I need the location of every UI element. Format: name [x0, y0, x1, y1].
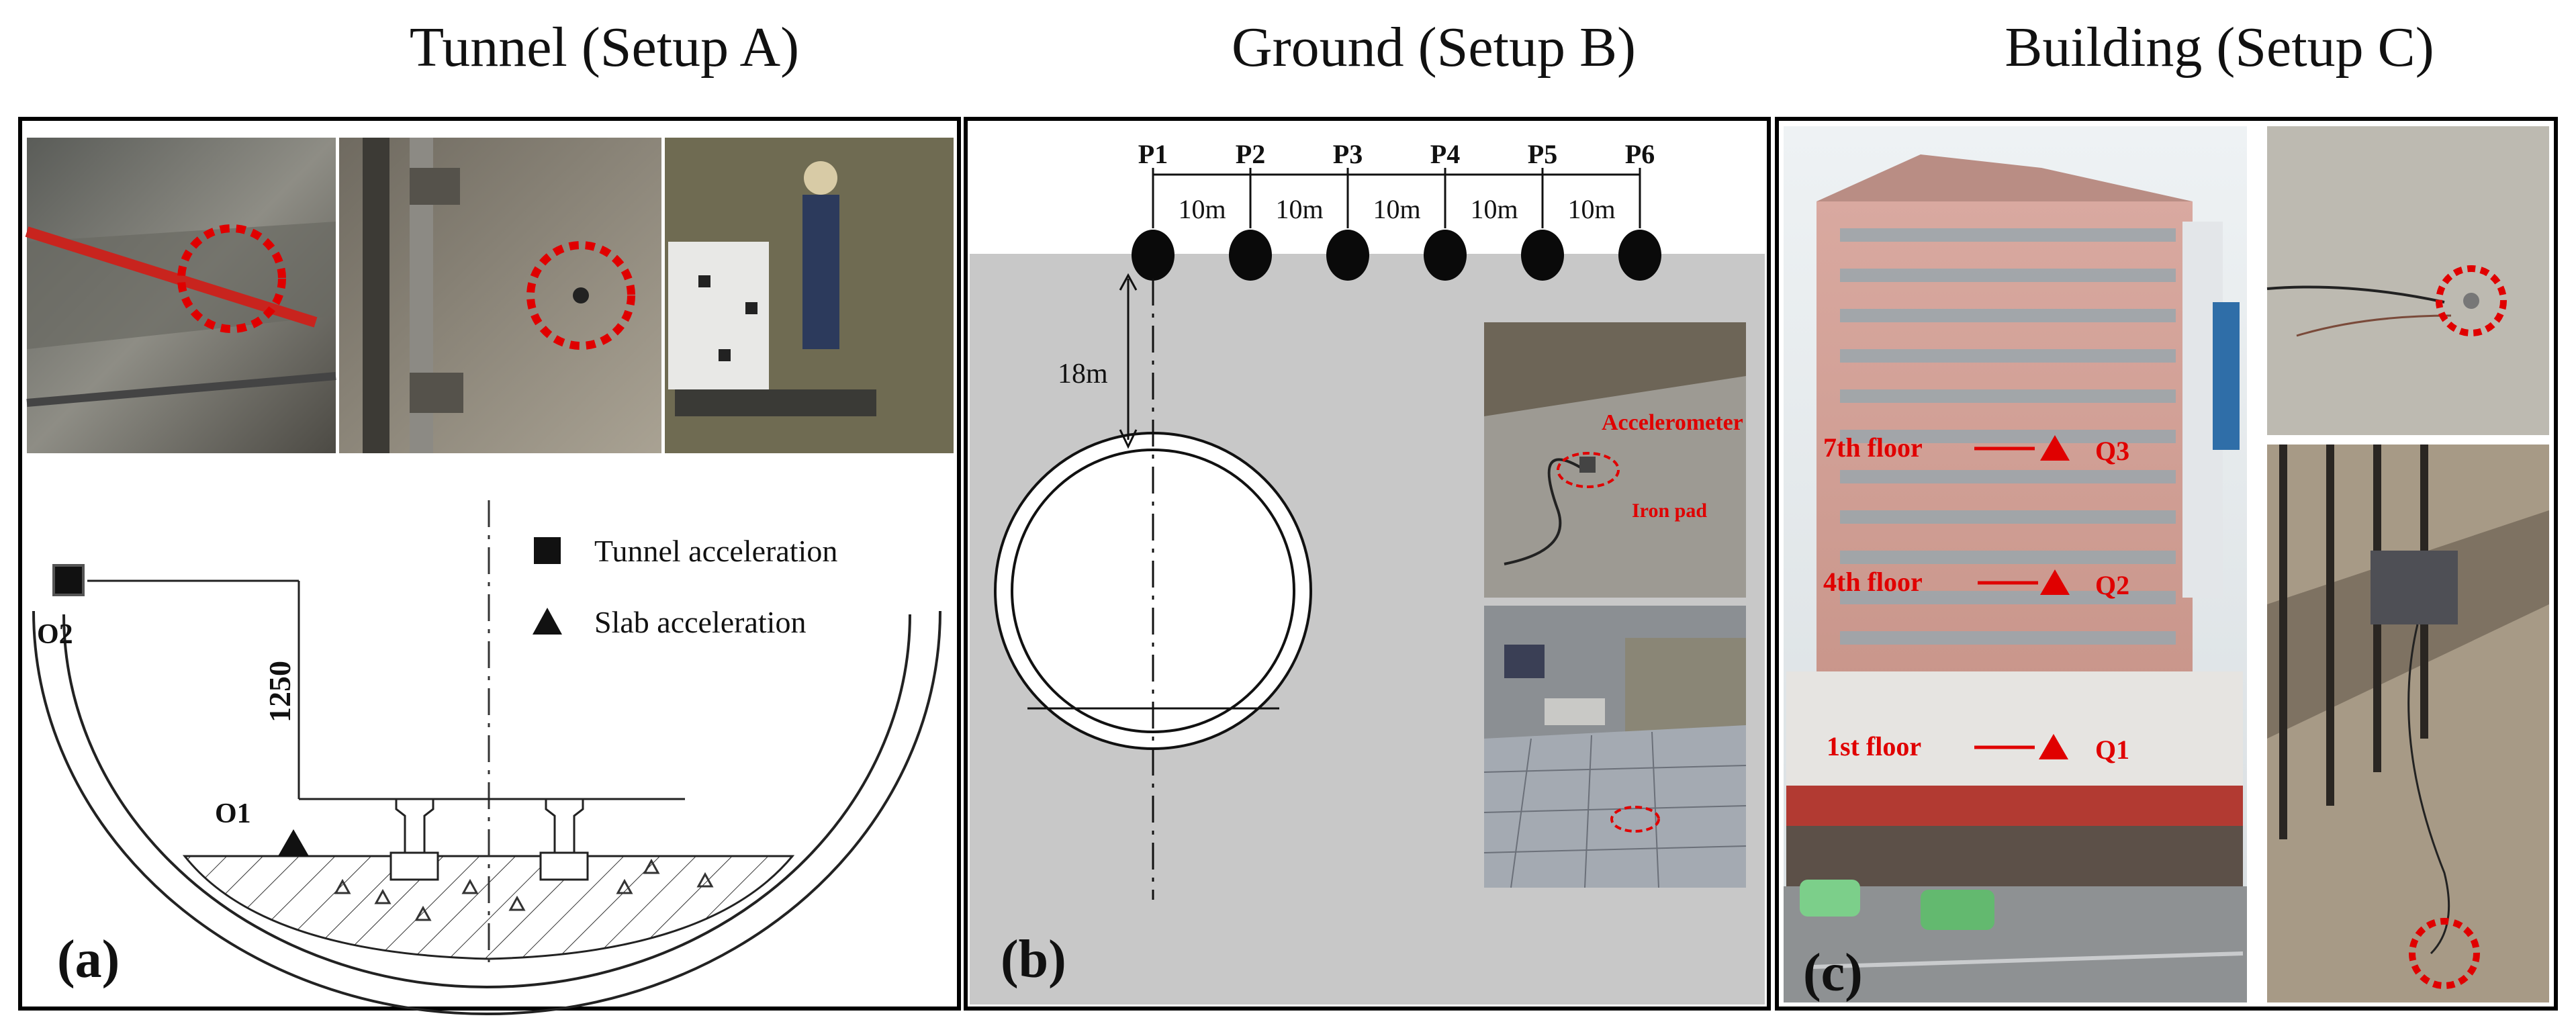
point-label-q2: Q2 [2095, 570, 2129, 600]
point-label-p2: P2 [1236, 139, 1265, 169]
sensor-highlight-circle [526, 241, 635, 350]
ground-sensor-p5 [1521, 230, 1564, 281]
ground-sensor-p3 [1326, 230, 1369, 281]
q2-marker [2040, 569, 2070, 595]
panel-c: 7th floor Q3 4th floor Q2 1st floor Q1 [1775, 117, 2558, 1011]
title-building: Building (Setup C) [2005, 16, 2434, 79]
floor-label-4th: 4th floor [1823, 567, 1923, 597]
point-label-p4: P4 [1430, 139, 1460, 169]
o2-sensor-marker [52, 564, 85, 596]
point-label-p3: P3 [1333, 139, 1363, 169]
floor-label-1st: 1st floor [1827, 731, 1921, 761]
depth-label: 18m [1058, 359, 1108, 389]
tunnel-photo-2 [339, 138, 661, 453]
spacing-label-5: 10m [1567, 194, 1615, 224]
title-ground: Ground (Setup B) [1232, 16, 1636, 79]
tunnel-photo-3 [665, 138, 954, 453]
point-label-o2: O2 [37, 619, 73, 650]
rail-left [389, 798, 439, 881]
panel-label-b: (b) [1001, 930, 1066, 989]
ground-sensor-p1 [1132, 230, 1175, 281]
floor-sensor-photo [2266, 126, 2549, 435]
photo-label-iron-pad: Iron pad [1632, 500, 1707, 522]
point-label-q1: Q1 [2095, 735, 2129, 765]
panel-label-a: (a) [57, 930, 120, 989]
ground-sensor-p2 [1229, 230, 1272, 281]
panel-b: P1 P2 P3 P4 P5 P6 10m 10m 10m 10m 10m [964, 117, 1771, 1011]
spacing-label-2: 10m [1275, 194, 1323, 224]
site-photo [1483, 606, 1747, 888]
spacing-label-4: 10m [1470, 194, 1518, 224]
floor-label-7th: 7th floor [1823, 432, 1923, 463]
legend-slab-acceleration: Slab acceleration [594, 605, 806, 639]
panel-label-c: (c) [1803, 943, 1863, 1002]
spacing-label-1: 10m [1178, 194, 1226, 224]
q3-marker [2040, 435, 2070, 461]
tunnel-cross-section: O1 O2 1250 Tunnel acceleration Slab acce… [32, 500, 941, 1015]
title-tunnel: Tunnel (Setup A) [410, 16, 799, 79]
point-label-q3: Q3 [2095, 436, 2129, 466]
sensor-highlight-circle [177, 224, 286, 333]
ground-sensor-p4 [1424, 230, 1467, 281]
point-label-p1: P1 [1138, 139, 1168, 169]
tunnel-photo-1 [25, 138, 336, 453]
panel-a: O1 O2 1250 Tunnel acceleration Slab acce… [18, 117, 961, 1015]
legend-tunnel-acceleration: Tunnel acceleration [594, 534, 837, 568]
point-label-p6: P6 [1625, 139, 1655, 169]
o1-sensor-marker [278, 829, 309, 856]
stair-sensor-photo [2267, 445, 2549, 1002]
tunnel-section [994, 279, 1312, 900]
ground-sensor-p6 [1618, 230, 1661, 281]
accelerometer-photo: Accelerometer Iron pad [1484, 322, 1746, 598]
photo-label-accelerometer: Accelerometer [1602, 410, 1743, 435]
point-label-p5: P5 [1528, 139, 1557, 169]
point-label-o1: O1 [215, 798, 251, 829]
legend-square-icon [534, 537, 561, 564]
legend-triangle-icon [533, 608, 562, 635]
q1-marker [2039, 734, 2068, 759]
dimension-label: 1250 [263, 661, 297, 722]
spacing-label-3: 10m [1373, 194, 1420, 224]
rail-right [539, 798, 589, 881]
building-photo [1784, 126, 2247, 1002]
